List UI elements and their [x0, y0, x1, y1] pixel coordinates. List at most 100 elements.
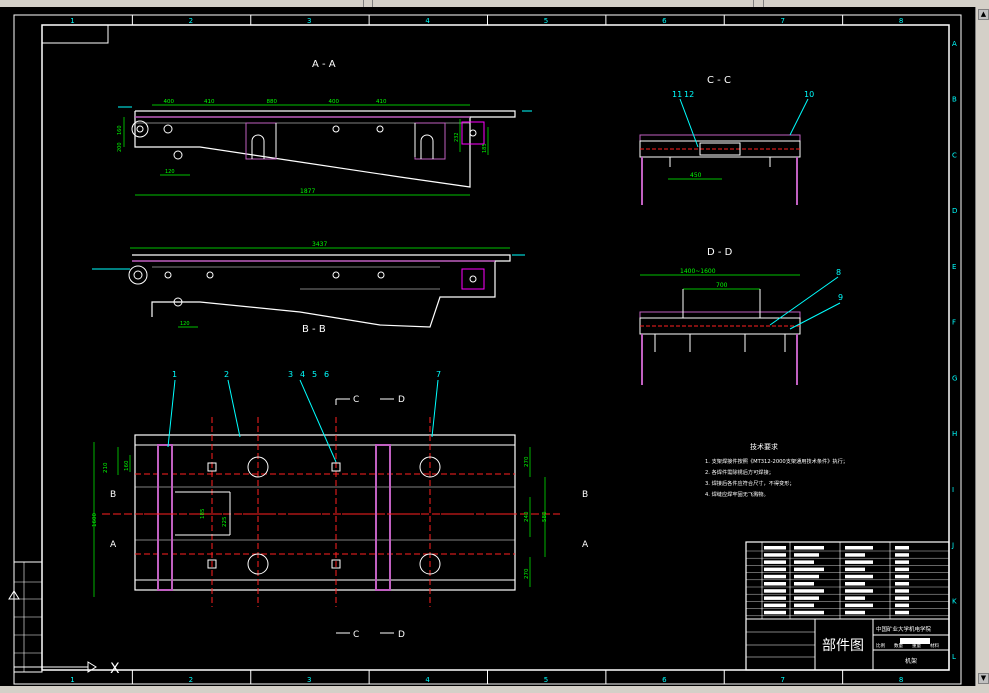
- parts-cell-text: [794, 596, 819, 600]
- view-dd-title: D - D: [707, 247, 733, 258]
- plan-dim-left: 160: [124, 460, 130, 471]
- cc-label: 10: [804, 90, 814, 99]
- grid-number-bottom: 4: [425, 676, 430, 684]
- parts-cell-text: [895, 553, 909, 557]
- grid-letter-right: C: [952, 151, 957, 159]
- parts-cell-text: [794, 560, 814, 564]
- plan-dim-right: 270: [524, 568, 530, 579]
- dd-label-9: 9: [838, 293, 843, 302]
- code-box: [41, 24, 109, 44]
- parts-cell-text: [895, 560, 909, 564]
- grid-letter-right: F: [952, 319, 956, 327]
- parts-cell-text: [764, 589, 786, 593]
- parts-cell-text: [895, 610, 909, 615]
- grid-letter-right: J: [951, 542, 954, 550]
- plan-view: [93, 379, 560, 634]
- aa-small-dim: 232: [454, 132, 460, 142]
- plan-dim-right: 270: [524, 456, 530, 467]
- parts-cell-text: [794, 574, 819, 579]
- parts-cell-text: [764, 596, 786, 600]
- parts-cell-text: [764, 610, 786, 615]
- grid-letter-right: L: [952, 653, 956, 661]
- grid-letter-right: K: [952, 597, 957, 605]
- grid-letter-right: E: [952, 263, 956, 271]
- plan-label: 4: [300, 370, 305, 379]
- aa-dim: 400: [329, 99, 340, 105]
- parts-cell-text: [845, 589, 873, 593]
- parts-cell-text: [794, 589, 824, 593]
- cc-dim: 450: [690, 172, 702, 179]
- toolbar-divider: [763, 0, 764, 7]
- title-block-rows: 比例数量重量材料: [746, 546, 949, 649]
- vertical-scrollbar[interactable]: ▲ ▼: [975, 7, 989, 686]
- plan-dim-left: 225: [222, 516, 228, 527]
- toolbar-strip: [0, 0, 989, 7]
- aa-dim: 410: [204, 99, 215, 105]
- grid-number-top: 3: [307, 17, 311, 25]
- command-line-strip[interactable]: [0, 686, 989, 693]
- toolbar-divider: [372, 0, 373, 7]
- parts-cell-text: [764, 560, 786, 564]
- ucs-x-label: X: [110, 661, 120, 677]
- parts-cell-text: [845, 610, 865, 615]
- grid-number-bottom: 3: [307, 676, 311, 684]
- view-dd: [639, 274, 841, 385]
- parts-cell-text: [845, 567, 865, 572]
- parts-cell-text: [845, 582, 865, 586]
- note-item: 4. 焊缝应焊牢固无飞溅物。: [705, 490, 769, 498]
- notes-title: 技术要求: [750, 442, 778, 451]
- drawing-type: 部件图: [822, 638, 864, 654]
- parts-cell-text: [764, 546, 786, 550]
- scroll-up-icon[interactable]: ▲: [978, 9, 989, 20]
- grid-number-top: 4: [425, 17, 430, 25]
- aa-small-dim: 200: [117, 142, 123, 152]
- section-mark-d-top: D: [398, 395, 405, 405]
- plan-label: 7: [436, 370, 441, 379]
- toolbar-divider: [363, 0, 364, 7]
- view-cc: [639, 98, 809, 205]
- cc-label: 12: [684, 90, 694, 99]
- parts-cell-text: [895, 596, 909, 600]
- parts-cell-text: [845, 560, 873, 564]
- section-mark-c-top: C: [353, 395, 359, 405]
- plan-dim-left: 1600: [92, 513, 98, 527]
- dd-dim-span: 1400~1600: [680, 268, 716, 275]
- notes-list: 1. 支架焊接件按照《MT312-2000支架通用技术条件》执行；2. 各焊件需…: [705, 457, 848, 498]
- parts-cell-text: [845, 574, 873, 579]
- sheet-inner-frame: [41, 24, 950, 671]
- parts-cell-text: [895, 582, 909, 586]
- parts-cell-text: [895, 546, 909, 550]
- grid-number-top: 2: [189, 17, 193, 25]
- grid-letter-right: G: [952, 374, 957, 382]
- section-mark-a-left: A: [110, 540, 117, 550]
- aa-small-dim: 120: [165, 169, 175, 175]
- aa-small-dim: 185: [482, 143, 488, 153]
- parts-cell-text: [764, 582, 786, 586]
- grid-letter-right: B: [952, 96, 957, 104]
- dd-dim-width: 700: [716, 282, 728, 289]
- section-mark-a-right: A: [582, 540, 589, 550]
- grid-number-bottom: 7: [780, 676, 784, 684]
- aa-small-dim: 160: [117, 125, 123, 135]
- grid-number-top: 7: [780, 17, 784, 25]
- section-mark-c-bottom: C: [353, 630, 359, 640]
- plan-label: 2: [224, 370, 229, 379]
- aa-overall-dim: 1877: [300, 188, 315, 195]
- toolbar-divider: [753, 0, 754, 7]
- note-item: 2. 各焊件需除锈后方可焊接；: [705, 468, 774, 476]
- parts-cell-text: [764, 574, 786, 579]
- scroll-down-icon[interactable]: ▼: [978, 673, 989, 684]
- plan-dim-right: 580: [542, 511, 548, 522]
- grid-number-top: 8: [899, 17, 903, 25]
- title-block-col: 比例: [876, 642, 885, 649]
- plan-label: 5: [312, 370, 317, 379]
- sheet-outer-frame: [13, 14, 962, 685]
- company-name: 中国矿业大学机电学院: [876, 625, 932, 633]
- note-item: 3. 焊接后各件应符合尺寸，不得变形；: [705, 479, 795, 487]
